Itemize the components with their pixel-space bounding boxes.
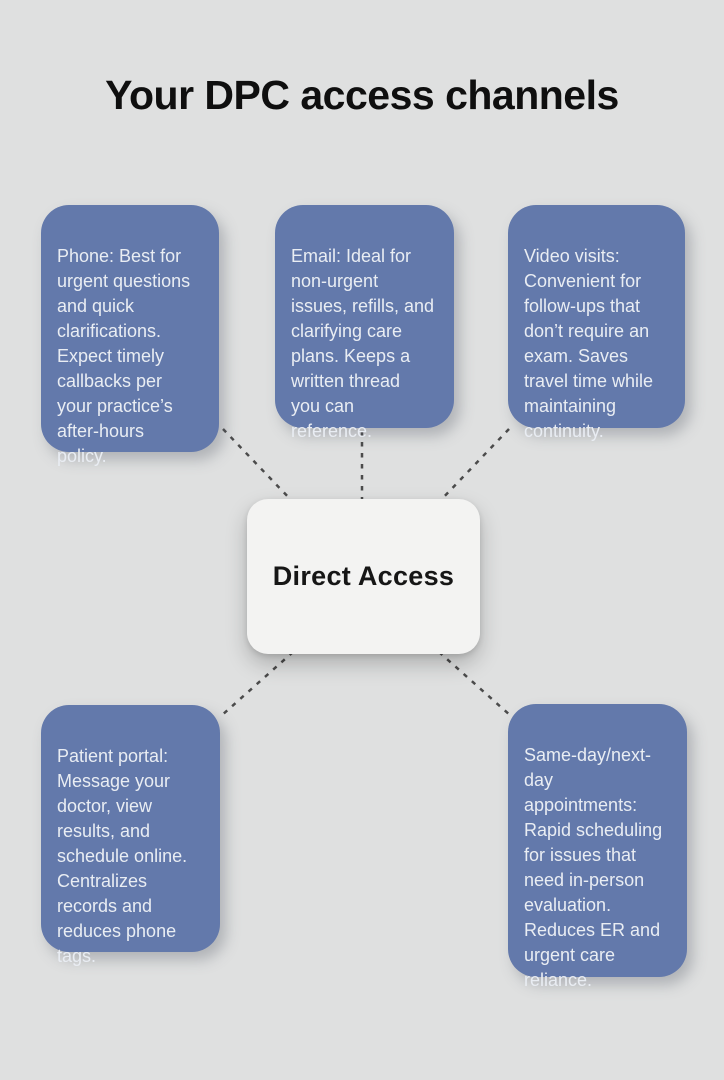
center-node-direct-access: Direct Access: [247, 499, 480, 654]
node-video-text: Video visits: Convenient for follow-ups …: [524, 246, 654, 441]
node-video: Video visits: Convenient for follow-ups …: [508, 205, 685, 441]
node-sameday-text: Same-day/next- day appointments: Rapid s…: [524, 745, 663, 990]
node-phone-text: Phone: Best for urgent questions and qui…: [57, 246, 191, 466]
connector-video-center: [438, 428, 510, 503]
node-portal-text: Patient portal: Message your doctor, vie…: [57, 746, 188, 966]
center-node-label: Direct Access: [272, 561, 455, 591]
connector-sameday-center: [438, 651, 512, 717]
connector-portal-center: [220, 651, 294, 717]
node-email: Email: Ideal for non-urgent issues, refi…: [275, 205, 454, 441]
connector-phone-center: [222, 428, 294, 503]
node-sameday: Same-day/next- day appointments: Rapid s…: [508, 704, 687, 990]
node-portal: Patient portal: Message your doctor, vie…: [41, 705, 220, 966]
page-title: Your DPC access channels: [105, 72, 619, 118]
node-phone: Phone: Best for urgent questions and qui…: [41, 205, 219, 466]
node-email-text: Email: Ideal for non-urgent issues, refi…: [291, 246, 435, 441]
